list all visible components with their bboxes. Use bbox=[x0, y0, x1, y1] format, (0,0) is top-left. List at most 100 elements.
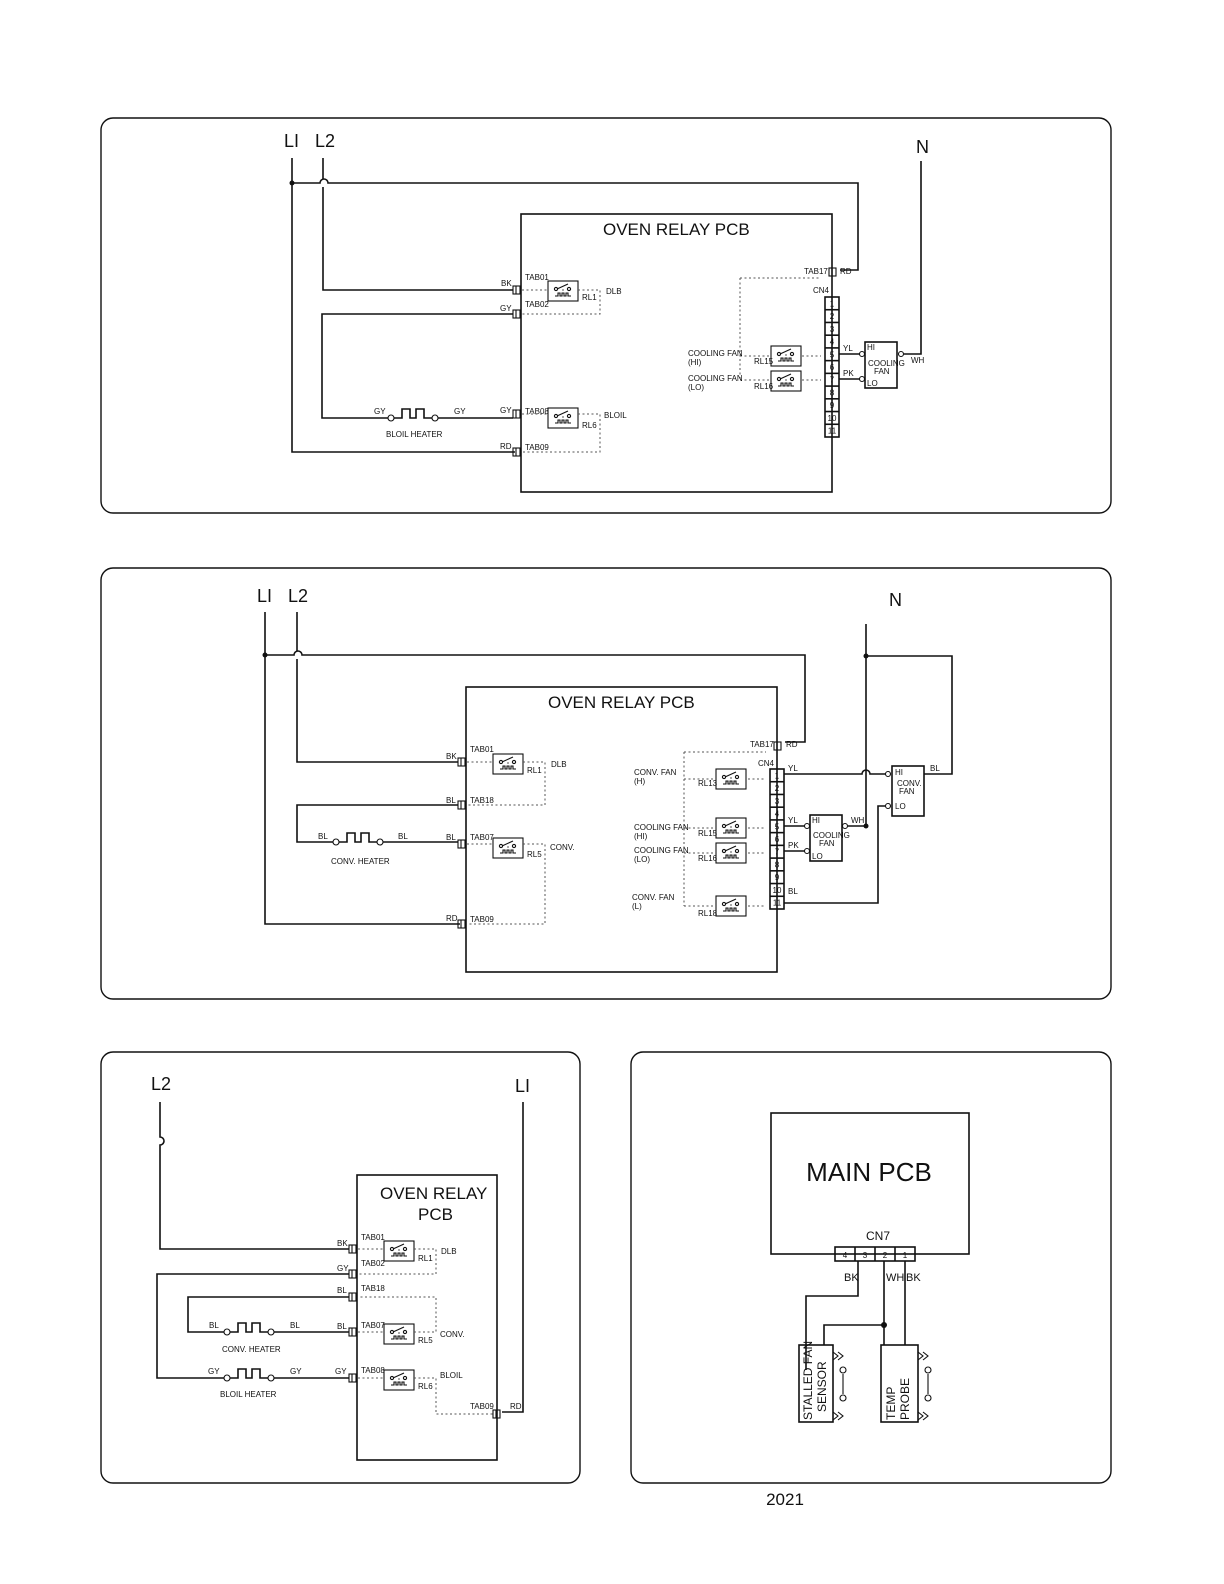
cn4-pin-10: 10 bbox=[828, 414, 837, 423]
cn4-pin-11: 11 bbox=[773, 899, 782, 908]
svg-text:(L): (L) bbox=[632, 902, 642, 911]
svg-text:L2: L2 bbox=[288, 586, 308, 606]
svg-text:FAN: FAN bbox=[899, 787, 915, 796]
svg-text:RL16: RL16 bbox=[754, 382, 774, 391]
svg-text:COOLING: COOLING bbox=[868, 359, 905, 368]
svg-text:(HI): (HI) bbox=[688, 358, 702, 367]
cn4-pin-9: 9 bbox=[775, 873, 780, 882]
svg-text:CN7: CN7 bbox=[866, 1229, 890, 1243]
diagram-panel-1 bbox=[100, 117, 1112, 514]
svg-text:BL: BL bbox=[446, 796, 456, 805]
oven-relay-pcb-3 bbox=[356, 1174, 498, 1461]
svg-text:BL: BL bbox=[788, 887, 798, 896]
svg-text:CONV. FAN: CONV. FAN bbox=[632, 893, 675, 902]
svg-text:RL1: RL1 bbox=[527, 766, 542, 775]
main-pcb bbox=[770, 1112, 970, 1255]
svg-text:FAN: FAN bbox=[874, 367, 890, 376]
svg-text:BL: BL bbox=[337, 1322, 347, 1331]
svg-text:SENSOR: SENSOR bbox=[815, 1361, 829, 1412]
cn4-pin-1: 1 bbox=[775, 771, 780, 780]
svg-text:BK: BK bbox=[906, 1272, 921, 1284]
svg-text:TAB09: TAB09 bbox=[525, 443, 549, 452]
relay-rl1 bbox=[547, 280, 579, 302]
svg-text:TAB18: TAB18 bbox=[361, 1284, 385, 1293]
svg-text:WH: WH bbox=[886, 1272, 904, 1284]
page-number: 2021 bbox=[766, 1490, 804, 1509]
svg-text:OVEN RELAY PCB: OVEN RELAY PCB bbox=[548, 693, 695, 712]
cn4-connector-2 bbox=[769, 768, 785, 910]
svg-text:BK: BK bbox=[501, 279, 512, 288]
svg-text:GY: GY bbox=[208, 1367, 220, 1376]
svg-text:RL5: RL5 bbox=[527, 850, 542, 859]
svg-text:DLB: DLB bbox=[551, 760, 567, 769]
svg-text:TAB01: TAB01 bbox=[361, 1233, 385, 1242]
svg-text:TAB18: TAB18 bbox=[470, 796, 494, 805]
cn4-pin-4: 4 bbox=[830, 338, 835, 347]
diagram-1: LI L2 N OVEN RELAY PCB BK TAB01 GY TAB02… bbox=[284, 131, 929, 493]
svg-text:COOLING FAN: COOLING FAN bbox=[634, 823, 689, 832]
svg-text:FAN: FAN bbox=[819, 839, 835, 848]
cn4-pin-3: 3 bbox=[775, 797, 780, 806]
oven-relay-pcb-2 bbox=[465, 686, 778, 973]
svg-text:STALLED FAN: STALLED FAN bbox=[801, 1341, 815, 1420]
svg-text:LO: LO bbox=[867, 379, 878, 388]
svg-text:TAB07: TAB07 bbox=[470, 833, 494, 842]
svg-text:(LO): (LO) bbox=[688, 383, 704, 392]
svg-text:WH: WH bbox=[851, 816, 865, 825]
svg-text:YL: YL bbox=[788, 764, 798, 773]
svg-text:TAB17: TAB17 bbox=[804, 267, 828, 276]
svg-text:RL6: RL6 bbox=[418, 1382, 433, 1391]
svg-text:TAB09: TAB09 bbox=[470, 915, 494, 924]
diagram-4: MAIN PCB CN7 4 3 2 1 BK WH BK STALLED FA… bbox=[770, 1112, 970, 1423]
relay-rl6 bbox=[547, 407, 579, 429]
svg-text:YL: YL bbox=[843, 344, 853, 353]
svg-text:BL: BL bbox=[446, 833, 456, 842]
svg-text:RD: RD bbox=[500, 442, 512, 451]
pcb-title: OVEN RELAY PCB bbox=[603, 220, 750, 239]
svg-text:PK: PK bbox=[788, 841, 799, 850]
relay-rl16 bbox=[770, 370, 802, 392]
cn4-pin-10: 10 bbox=[773, 886, 782, 895]
svg-text:GY: GY bbox=[374, 407, 386, 416]
cooling-fan-2 bbox=[809, 814, 843, 862]
svg-text:TAB17: TAB17 bbox=[750, 740, 774, 749]
svg-text:RD: RD bbox=[786, 740, 798, 749]
relay-rl15 bbox=[770, 345, 802, 367]
svg-text:BK: BK bbox=[446, 752, 457, 761]
svg-text:BK: BK bbox=[844, 1272, 859, 1284]
svg-text:BLOIL: BLOIL bbox=[604, 411, 627, 420]
svg-text:(HI): (HI) bbox=[634, 832, 648, 841]
l1-label: LI bbox=[284, 131, 299, 151]
svg-text:HI: HI bbox=[867, 343, 875, 352]
svg-text:3: 3 bbox=[863, 1251, 868, 1260]
diagram-3: L2 LI OVEN RELAY PCB BK TAB01 GY TAB02 B… bbox=[151, 1074, 530, 1461]
svg-text:4: 4 bbox=[843, 1251, 848, 1260]
svg-text:HI: HI bbox=[812, 816, 820, 825]
cn4-pin-5: 5 bbox=[830, 350, 835, 359]
diagram-panel-4 bbox=[630, 1051, 1112, 1484]
svg-text:DLB: DLB bbox=[606, 287, 622, 296]
svg-text:RL1: RL1 bbox=[582, 293, 597, 302]
svg-text:GY: GY bbox=[454, 407, 466, 416]
diagram-2: LI L2 N OVEN RELAY PCB BK TAB01 BL TAB18… bbox=[257, 586, 953, 973]
svg-text:PROBE: PROBE bbox=[898, 1378, 912, 1420]
diagram-panel-2 bbox=[100, 567, 1112, 1000]
cn4-pin-6: 6 bbox=[830, 363, 835, 372]
svg-text:RD: RD bbox=[510, 1402, 522, 1411]
cn4-pin-1: 1 bbox=[830, 299, 835, 308]
svg-text:RL15: RL15 bbox=[754, 357, 774, 366]
cn4-pin-8: 8 bbox=[830, 388, 835, 397]
cn4-pin-8: 8 bbox=[775, 860, 780, 869]
stalled-fan-sensor bbox=[798, 1344, 834, 1423]
svg-text:BL: BL bbox=[209, 1321, 219, 1330]
svg-text:GY: GY bbox=[335, 1367, 347, 1376]
svg-text:LI: LI bbox=[515, 1076, 530, 1096]
cn4-pin-9: 9 bbox=[830, 401, 835, 410]
svg-text:RL15: RL15 bbox=[698, 829, 718, 838]
svg-text:1: 1 bbox=[903, 1251, 908, 1260]
svg-text:COOLING FAN: COOLING FAN bbox=[688, 374, 743, 383]
svg-text:HI: HI bbox=[895, 768, 903, 777]
cn4-pin-6: 6 bbox=[775, 835, 780, 844]
svg-text:(LO): (LO) bbox=[634, 855, 650, 864]
